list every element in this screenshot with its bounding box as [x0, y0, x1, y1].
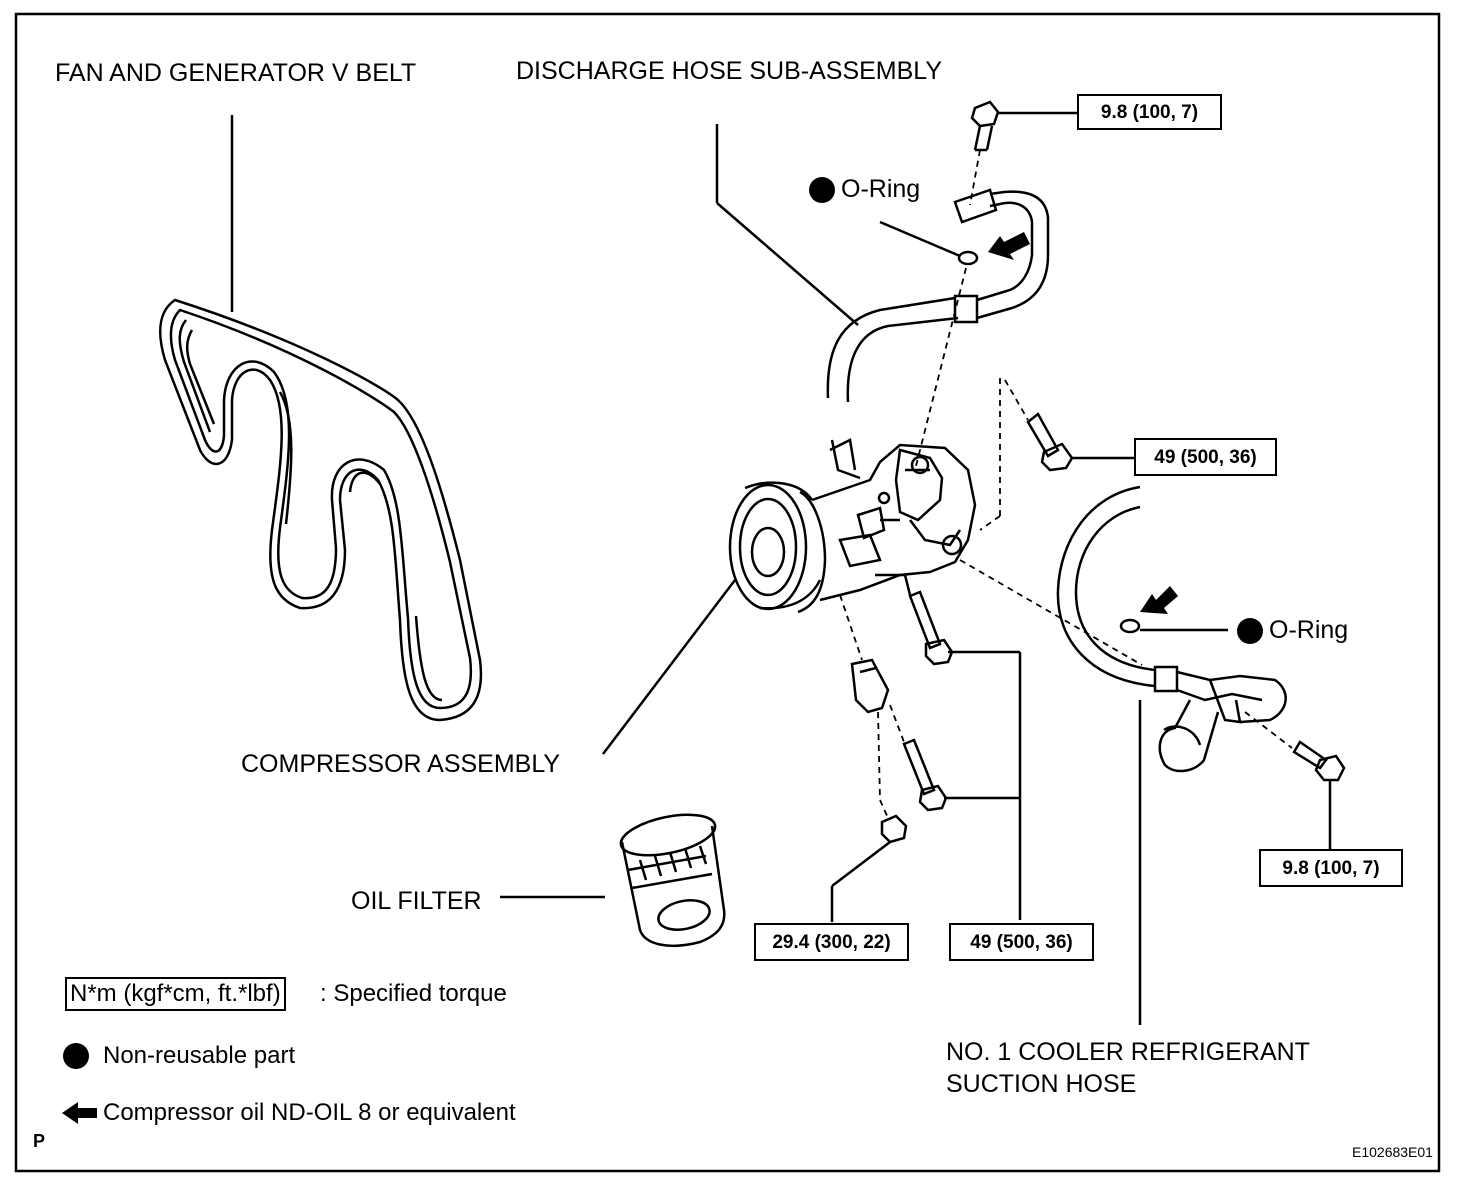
legend-oil-arrow-icon: [62, 1102, 97, 1124]
label-oil-filter: OIL FILTER: [351, 887, 482, 915]
discharge-hose-drawing: [715, 124, 1050, 403]
oil-arrow-top-icon: [988, 232, 1030, 260]
legend-compressor-oil-text: Compressor oil ND-OIL 8 or equivalent: [103, 1099, 516, 1126]
label-o-ring-right: O-Ring: [1269, 616, 1349, 644]
lower-bolts-drawing: [830, 590, 1022, 922]
corner-letter: P: [33, 1131, 46, 1151]
label-discharge-hose: DISCHARGE HOSE SUB-ASSEMBLY: [516, 57, 943, 85]
torque-box-compressor-upper-bolt: 49 (500, 36): [1134, 438, 1277, 476]
legend-torque-unit-box: N*m (kgf*cm, ft.*lbf): [65, 977, 286, 1011]
torque-box-compressor-lower-bolts: 49 (500, 36): [949, 923, 1094, 961]
label-o-ring-top: O-Ring: [841, 175, 921, 203]
label-compressor-assembly: COMPRESSOR ASSEMBLY: [241, 750, 561, 778]
discharge-bolt-drawing: [914, 100, 1078, 471]
label-fan-generator-v-belt: FAN AND GENERATOR V BELT: [55, 59, 417, 87]
compressor-upper-bolt-drawing: [979, 378, 1136, 531]
legend-non-reusable-dot-icon: [63, 1043, 89, 1069]
diagram-border: [14, 12, 1441, 1173]
compressor-drawing: [728, 438, 977, 614]
torque-box-discharge-bolt: 9.8 (100, 7): [1077, 94, 1222, 130]
compressor-leader: [602, 579, 736, 755]
torque-box-nut: 29.4 (300, 22): [754, 923, 909, 961]
fan-belt-drawing: [159, 115, 483, 722]
figure-code: E102683E01: [1352, 1144, 1433, 1160]
suction-hose-drawing: [1056, 485, 1287, 1025]
label-suction-hose-line2: SUCTION HOSE: [946, 1070, 1137, 1098]
label-suction-hose-line1: NO. 1 COOLER REFRIGERANT: [946, 1038, 1310, 1066]
oil-filter-drawing: [500, 813, 726, 948]
legend-non-reusable-text: Non-reusable part: [103, 1042, 296, 1069]
oil-arrow-right-icon: [1140, 586, 1178, 614]
non-reusable-dot-icon: [1237, 618, 1263, 644]
suction-bolt-drawing: [959, 559, 1346, 850]
legend-torque-description: : Specified torque: [320, 980, 507, 1007]
non-reusable-dot-icon: [809, 177, 835, 203]
torque-box-suction-bolt: 9.8 (100, 7): [1259, 849, 1403, 887]
